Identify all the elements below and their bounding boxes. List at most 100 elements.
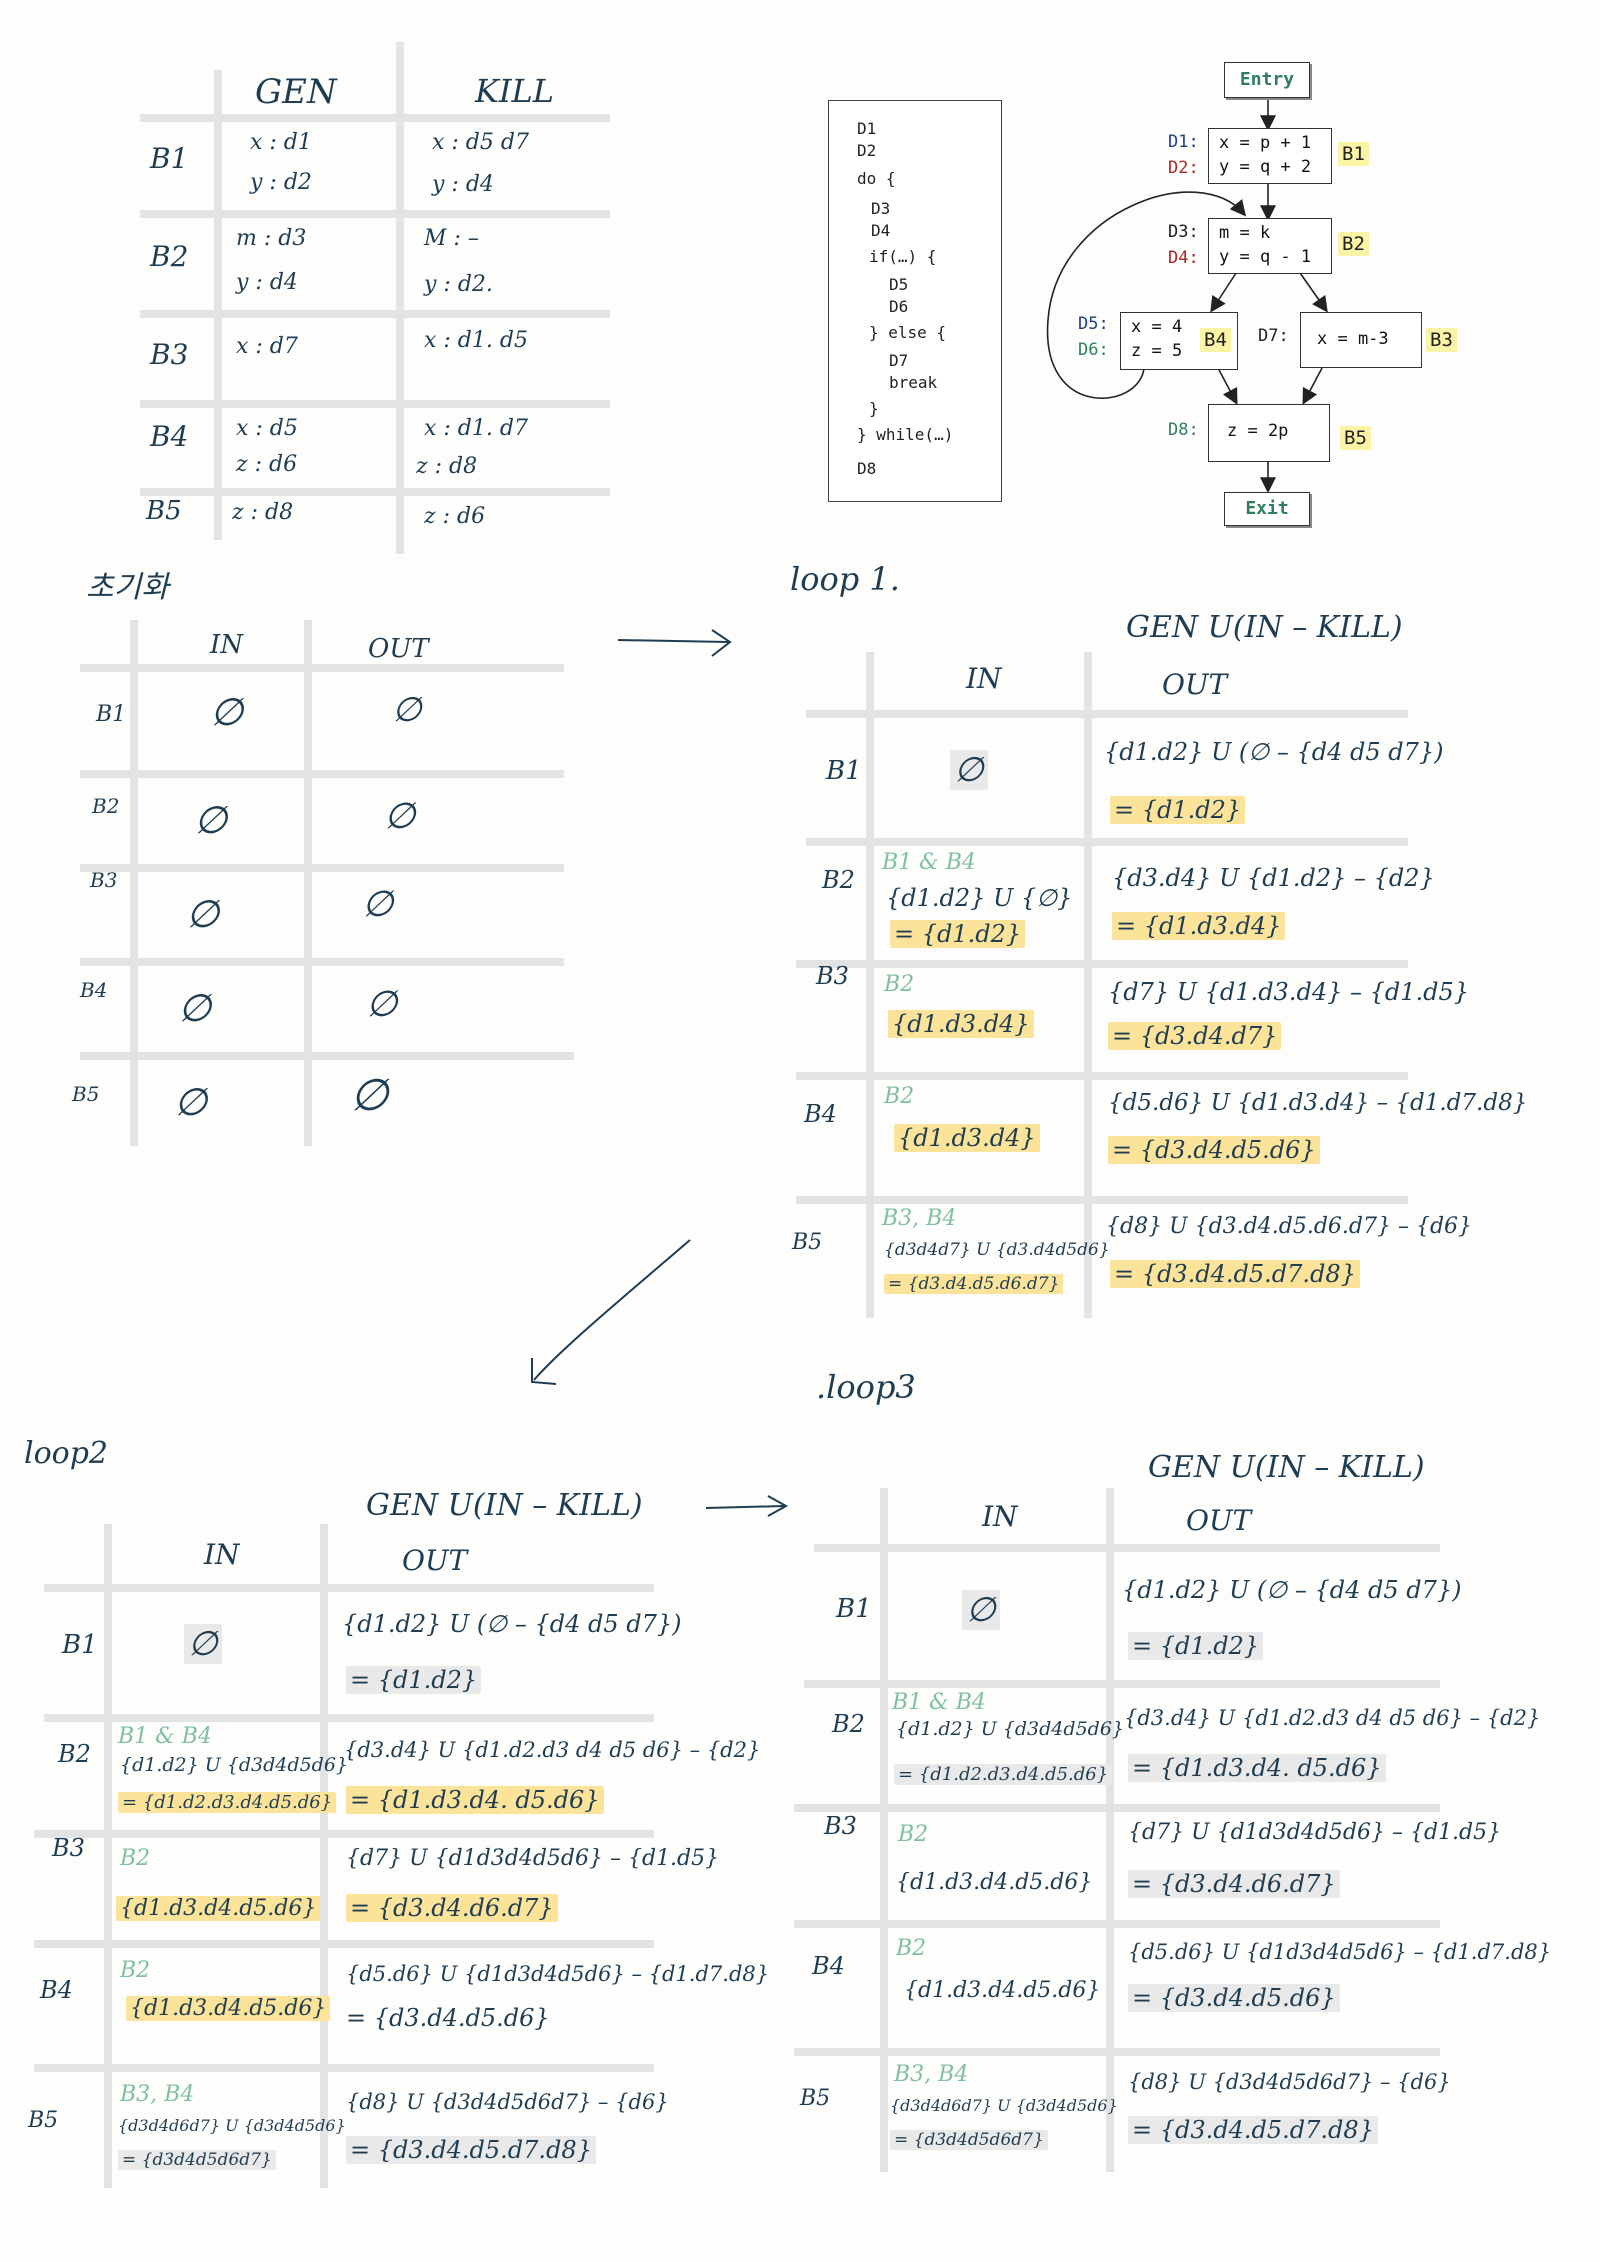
cfg-d5-label: D5: xyxy=(1078,314,1109,334)
cfg-b4-node: x = 4 z = 5 xyxy=(1120,312,1238,370)
gk-kill-b1-2: y : d4 xyxy=(432,172,494,197)
cfg-b3-label: B3 xyxy=(1426,328,1457,352)
loop1-block-b3: B3 xyxy=(816,962,849,990)
loop1-out-b4-2: = {d3.d4.d5.d6} xyxy=(1108,1136,1320,1164)
cfg-entry-node: Entry xyxy=(1224,62,1310,98)
code-line: D3 xyxy=(871,199,891,218)
cfg-b5-node: z = 2p xyxy=(1208,404,1330,462)
loop2-out-b1-2: = {d1.d2} xyxy=(346,1666,482,1694)
gk-gen-b4-1: x : d5 xyxy=(236,416,298,441)
loop2-pred-b3: B2 xyxy=(120,1846,151,1871)
loop1-in-b2-2: = {d1.d2} xyxy=(890,920,1026,948)
loop1-in-b5-1: {d3d4d7} U {d3.d4d5d6} xyxy=(884,1240,1110,1260)
loop1-in-b4-value: {d1.d3.d4} xyxy=(894,1124,1040,1152)
loop1-in-b4: {d1.d3.d4} xyxy=(894,1124,1040,1152)
loop2-out-b2-result: = {d1.d3.d4. d5.d6} xyxy=(346,1786,604,1814)
cfg-b3-line1: x = m-3 xyxy=(1317,329,1389,349)
loop2-out-b5-2: = {d3.d4.d5.d7.d8} xyxy=(346,2136,596,2164)
gk-kill-b4-1: x : d1. d7 xyxy=(424,416,528,441)
gk-block-b3: B3 xyxy=(150,338,189,371)
loop3-out-b2-1: {d3.d4} U {d1.d2.d3 d4 d5 d6} – {d2} xyxy=(1124,1706,1541,1730)
loop3-out-header: OUT xyxy=(1186,1504,1252,1537)
loop3-in-b2-1: {d1.d2} U {d3d4d5d6} xyxy=(896,1718,1124,1740)
cfg-exit-node: Exit xyxy=(1224,492,1310,526)
code-line: D8 xyxy=(857,459,877,478)
loop3-block-b5: B5 xyxy=(800,2086,831,2111)
loop1-formula: GEN U(IN – KILL) xyxy=(1126,610,1403,645)
gk-kill-b4-2: z : d8 xyxy=(416,454,478,479)
loop1-out-b5-2: = {d3.d4.d5.d7.d8} xyxy=(1110,1260,1360,1288)
loop3-out-b5-result: = {d3.d4.d5.d7.d8} xyxy=(1128,2116,1378,2144)
gk-block-b4: B4 xyxy=(150,420,189,453)
gk-kill-b3-1: x : d1. d5 xyxy=(424,328,528,353)
loop1-pred-b4: B2 xyxy=(884,1084,915,1109)
loop3-block-b1: B1 xyxy=(836,1594,872,1624)
arrow-loop1-to-loop2 xyxy=(533,1239,691,1381)
gk-gen-b1-2: y : d2 xyxy=(250,170,312,195)
loop1-pred-b3: B2 xyxy=(884,972,915,997)
loop3-out-b3-2: = {d3.d4.d6.d7} xyxy=(1128,1870,1340,1898)
loop1-out-b4-1: {d5.d6} U {d1.d3.d4} – {d1.d7.d8} xyxy=(1108,1090,1528,1116)
loop2-out-b1-result: = {d1.d2} xyxy=(346,1666,482,1694)
init-block-b5: B5 xyxy=(72,1082,100,1106)
loop3-block-b4: B4 xyxy=(812,1952,845,1980)
code-line: D6 xyxy=(889,297,909,316)
loop2-in-b3-value: {d1.d3.d4.d5.d6} xyxy=(116,1896,321,1921)
loop1-out-b5-result: = {d3.d4.d5.d7.d8} xyxy=(1110,1260,1360,1288)
code-panel: D1 D2 do { D3 D4 if(…) { D5 D6 } else { … xyxy=(828,100,1002,502)
loop3-in-b2-2: = {d1.d2.d3.d4.d5.d6} xyxy=(894,1764,1113,1785)
loop2-out-header: OUT xyxy=(402,1544,468,1577)
init-out-b4: ∅ xyxy=(366,984,398,1025)
init-out-b2: ∅ xyxy=(384,796,416,837)
loop1-out-b3-result: = {d3.d4.d7} xyxy=(1108,1022,1282,1050)
init-out-header: OUT xyxy=(368,634,429,664)
loop2-in-b3: {d1.d3.d4.d5.d6} xyxy=(116,1896,321,1921)
cfg-b1-label: B1 xyxy=(1338,142,1369,166)
loop3-in-b1: ∅ xyxy=(962,1590,1000,1630)
loop1-in-b1: ∅ xyxy=(950,750,988,790)
code-line: } else { xyxy=(869,323,947,342)
loop1-out-header: OUT xyxy=(1162,668,1228,701)
loop2-in-b5-1: {d3d4d6d7} U {d3d4d5d6} xyxy=(118,2116,346,2135)
init-in-b5: ∅ xyxy=(174,1080,208,1124)
loop2-out-b2-2: = {d1.d3.d4. d5.d6} xyxy=(346,1786,604,1814)
loop2-in-b5-2: = {d3d4d5d6d7} xyxy=(118,2150,276,2170)
arrow-loop2-to-loop3 xyxy=(705,1505,785,1509)
loop2-in-b1: ∅ xyxy=(184,1624,222,1664)
code-line: } while(…) xyxy=(857,425,954,444)
loop3-pred-b3: B2 xyxy=(898,1822,929,1847)
code-line: } xyxy=(869,399,879,418)
gk-block-b5: B5 xyxy=(146,496,182,526)
init-title: 초기화 xyxy=(86,570,169,605)
loop3-out-b2-2: = {d1.d3.d4. d5.d6} xyxy=(1128,1754,1386,1782)
loop1-in-b2-result: = {d1.d2} xyxy=(890,920,1026,948)
loop1-out-b1-2: = {d1.d2} xyxy=(1110,796,1246,824)
loop2-in-header: IN xyxy=(204,1538,240,1571)
loop1-block-b4: B4 xyxy=(804,1100,837,1128)
loop2-in-b5-result: = {d3d4d5d6d7} xyxy=(118,2150,276,2170)
loop3-formula: GEN U(IN – KILL) xyxy=(1148,1450,1425,1485)
code-line: do { xyxy=(857,169,896,188)
cfg-b2-label: B2 xyxy=(1338,232,1369,256)
gk-gen-b3-1: x : d7 xyxy=(236,334,298,359)
loop1-title: loop 1. xyxy=(790,560,900,598)
gk-kill-b2-1: M : – xyxy=(424,226,479,251)
cfg-b1-node: x = p + 1 y = q + 2 xyxy=(1208,128,1332,184)
code-line: if(…) { xyxy=(869,247,937,266)
cfg-b5-label: B5 xyxy=(1340,426,1371,450)
arrow-init-to-loop1 xyxy=(617,639,729,643)
cfg-d2-label: D2: xyxy=(1168,158,1199,178)
loop3-in-b4: {d1.d3.d4.d5.d6} xyxy=(904,1978,1101,2003)
loop3-out-b5-1: {d8} U {d3d4d5d6d7} – {d6} xyxy=(1128,2070,1451,2094)
loop2-block-b3: B3 xyxy=(52,1834,85,1862)
init-in-b3: ∅ xyxy=(186,892,220,936)
loop1-block-b5: B5 xyxy=(792,1230,823,1255)
loop2-out-b3-1: {d7} U {d1d3d4d5d6} – {d1.d5} xyxy=(346,1846,720,1871)
cfg-b4-line2: z = 5 xyxy=(1131,341,1183,361)
loop1-out-b2-1: {d3.d4} U {d1.d2} – {d2} xyxy=(1112,864,1435,892)
loop1-out-b3-1: {d7} U {d1.d3.d4} – {d1.d5} xyxy=(1108,978,1470,1006)
cfg-b4-label: B4 xyxy=(1200,328,1231,352)
cfg-b4-line1: x = 4 xyxy=(1131,317,1183,337)
loop1-in-b2-1: {d1.d2} U {∅} xyxy=(886,884,1073,912)
loop1-pred-b2: B1 & B4 xyxy=(882,850,976,875)
